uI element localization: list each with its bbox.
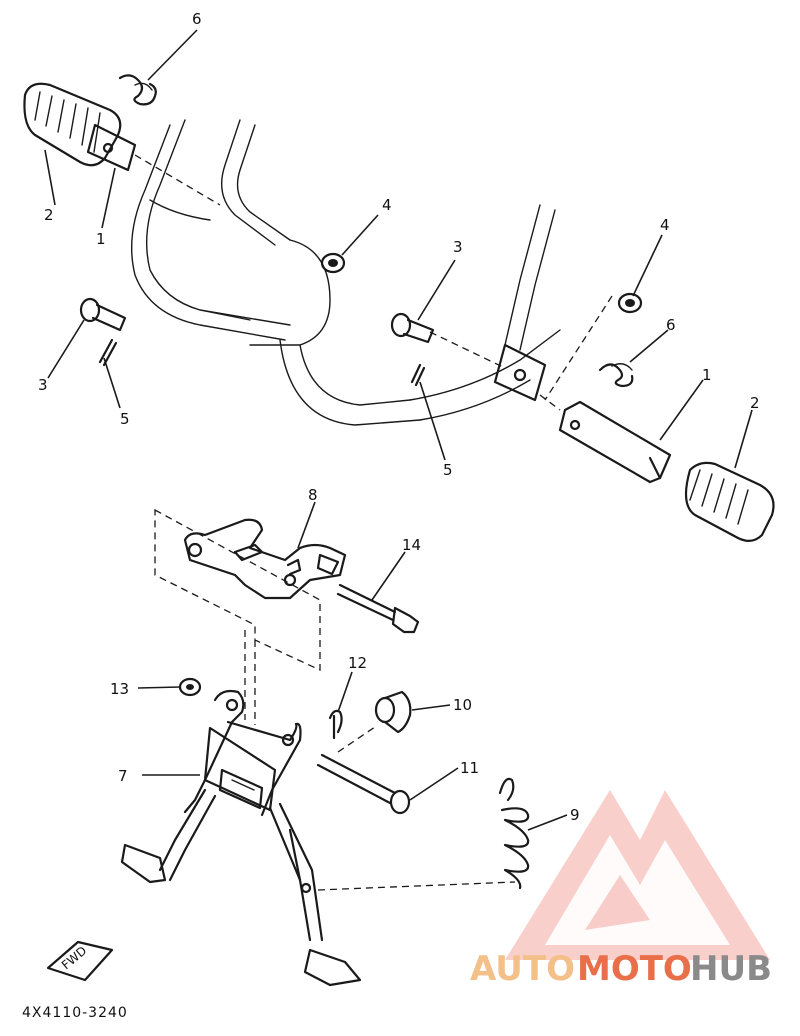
frame-tubing [131, 119, 561, 426]
washer-left [320, 252, 346, 274]
callout-7: 7 [118, 767, 128, 785]
fwd-label: FWD [59, 944, 89, 973]
callout-2-left: 2 [44, 206, 54, 224]
callout-3-right: 3 [453, 238, 463, 256]
callout-5-right: 5 [443, 461, 453, 479]
left-footrest-bracket [86, 123, 137, 172]
callout-1-right: 1 [702, 366, 712, 384]
spring-guide [317, 881, 516, 891]
right-footrest-rubber [684, 461, 775, 542]
footrest-spring-left [118, 74, 157, 106]
callout-4-left: 4 [382, 196, 392, 214]
leader-lines [44, 29, 753, 831]
watermark-part-c: HUB [690, 949, 772, 989]
callout-2-right: 2 [750, 394, 760, 412]
watermark-part-a: AUTO [470, 949, 575, 989]
callout-5-left: 5 [120, 410, 130, 428]
callout-14: 14 [402, 536, 421, 554]
right-footrest-mount [493, 343, 547, 402]
stand-bracket-group [154, 508, 347, 672]
main-stand [120, 689, 362, 987]
callout-labels: 6 2 1 4 3 5 3 5 4 6 1 2 8 14 13 12 10 7 … [38, 10, 760, 824]
collar-10 [374, 690, 412, 734]
callout-6-right: 6 [666, 316, 676, 334]
cotter-pin-left [98, 338, 118, 367]
bolt-stand [336, 583, 420, 634]
footrest-right-guide [539, 394, 561, 411]
pin-left [79, 297, 127, 332]
footrest-left-guide [134, 154, 221, 206]
watermark-part-b: MOTO [577, 949, 692, 989]
diagram-code: 4X4110-3240 [22, 1005, 128, 1021]
stand-spring [498, 777, 530, 890]
callout-11: 11 [460, 759, 479, 777]
callout-6-left: 6 [192, 10, 202, 28]
callout-10: 10 [453, 696, 472, 714]
right-footrest-bracket [558, 400, 672, 484]
cotter-pin-right [410, 363, 426, 387]
shaft-11 [316, 726, 411, 815]
cotter-pin-12 [328, 709, 343, 740]
callout-13: 13 [110, 680, 129, 698]
left-footrest-rubber [23, 82, 122, 167]
washer-13 [178, 677, 202, 697]
callout-4-right: 4 [660, 216, 670, 234]
pin-right [390, 312, 435, 344]
callout-3-left: 3 [38, 376, 48, 394]
pin-right-guide [429, 331, 506, 369]
callout-9: 9 [570, 806, 580, 824]
washer-right-guide [544, 295, 613, 401]
fwd-arrow-icon: FWD [46, 940, 114, 982]
callout-8: 8 [308, 486, 318, 504]
washer-right [617, 292, 643, 314]
callout-1-left: 1 [96, 230, 106, 248]
footrest-spring-right [598, 363, 634, 388]
watermark-logo: AUTO MOTO HUB [470, 790, 772, 989]
callout-12: 12 [348, 654, 367, 672]
